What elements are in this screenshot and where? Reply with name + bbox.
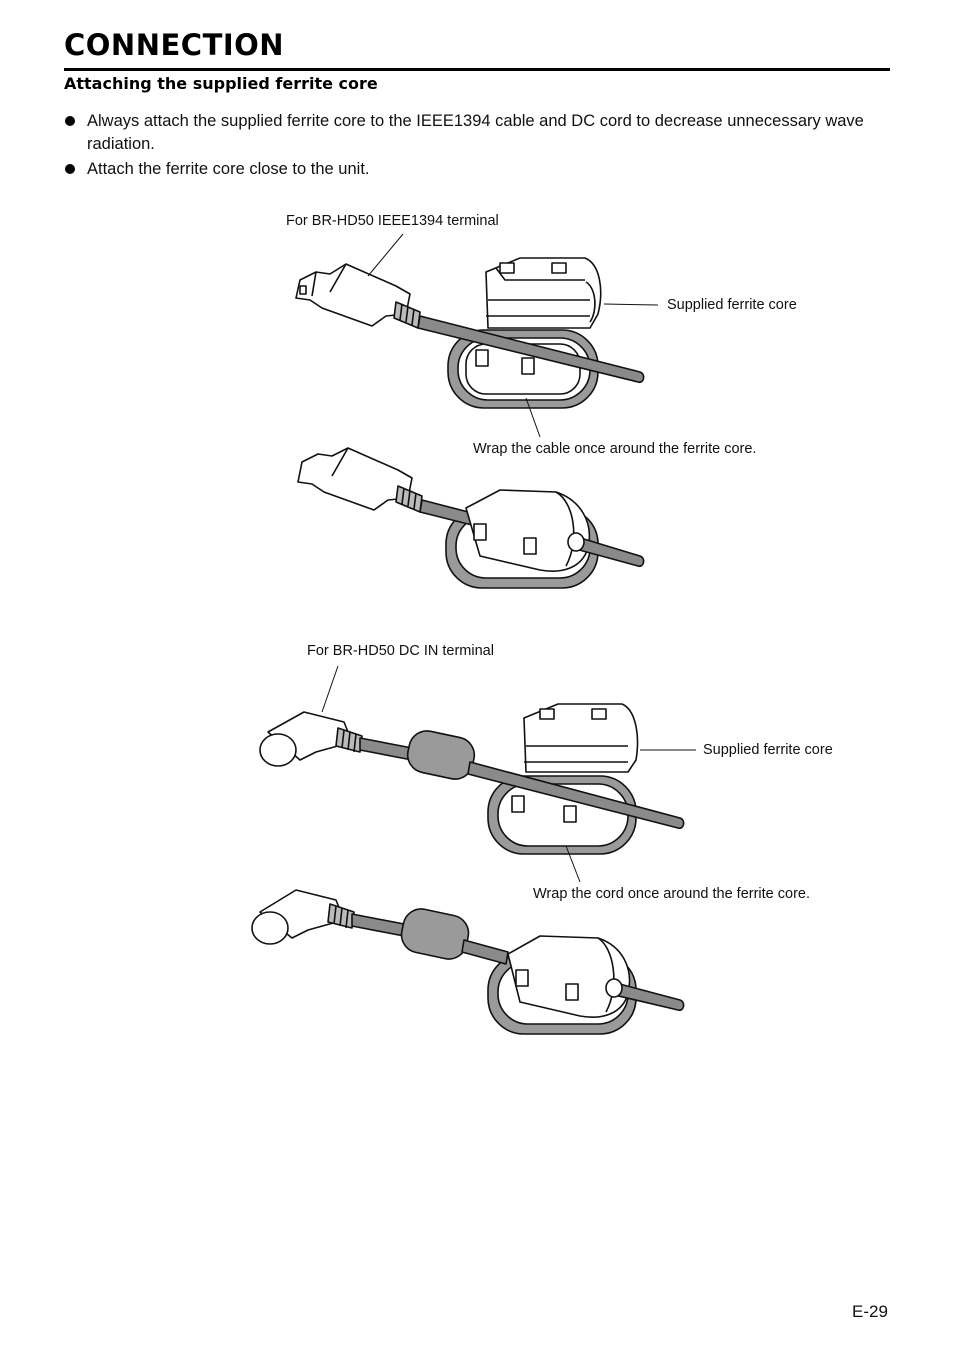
ieee1394-core-label: Supplied ferrite core [667,297,797,313]
bullet-item: Always attach the supplied ferrite core … [64,110,894,156]
dc-cord [609,981,685,1012]
dc-cord [351,913,405,937]
dc-wrap-label: Wrap the cord once around the ferrite co… [533,886,810,902]
section-heading: Attaching the supplied ferrite core [64,74,378,93]
ferrite-core-shell-upper [485,257,602,329]
page-title: CONNECTION [64,28,285,62]
ieee1394-cable [417,315,645,384]
ieee1394-closed-diagram [297,447,645,589]
bullet-list: Always attach the supplied ferrite core … [64,110,894,183]
bullet-text: Always attach the supplied ferrite core … [87,112,864,153]
ieee1394-cable [571,535,645,568]
ieee1394-plug [295,263,411,327]
dc-cord-bead [400,908,470,960]
bullet-text: Attach the ferrite core close to the uni… [87,160,370,178]
dc-open-diagram [259,665,696,883]
dc-cord [467,761,685,830]
ieee1394-wrap-label: Wrap the cable once around the ferrite c… [473,441,756,457]
ieee1394-terminal-label: For BR-HD50 IEEE1394 terminal [286,213,499,229]
dc-core-label: Supplied ferrite core [703,742,833,758]
ieee1394-plug [297,447,413,511]
bullet-icon [65,164,75,174]
dc-cord-bead [406,730,476,780]
bullet-icon [65,116,75,126]
dc-closed-diagram [251,889,685,1035]
ferrite-core-shell-upper [523,703,639,773]
title-rule [64,68,890,71]
dc-terminal-label: For BR-HD50 DC IN terminal [307,643,494,659]
page-number: E-29 [852,1302,888,1321]
ieee1394-open-diagram [295,233,659,438]
bullet-item: Attach the ferrite core close to the uni… [64,158,894,181]
dc-cord [359,737,413,761]
